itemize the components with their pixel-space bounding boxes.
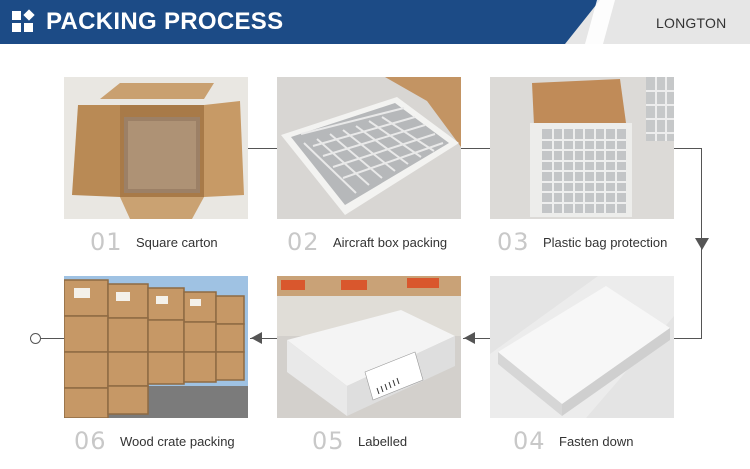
grid-logo-icon — [12, 9, 35, 33]
step-number: 02 — [287, 228, 320, 256]
connector-line-4-right — [674, 338, 702, 339]
step-label: Labelled — [358, 434, 408, 449]
step-number: 05 — [312, 427, 345, 455]
header-title-band — [0, 0, 600, 44]
step-label: Wood crate packing — [120, 434, 235, 449]
step-label: Square carton — [136, 235, 218, 250]
photo-labelled — [277, 276, 461, 418]
step-number: 04 — [513, 427, 546, 455]
photo-plastic-bag — [490, 77, 674, 219]
photo-aircraft-box — [277, 77, 461, 219]
step-label: Aircraft box packing — [333, 235, 448, 250]
header-bar: PACKING PROCESS LONGTON — [0, 0, 750, 44]
connector-line-4-5 — [463, 338, 490, 339]
flow-end-circle-icon — [30, 333, 41, 344]
step-label: Fasten down — [559, 434, 634, 449]
arrow-left-icon — [251, 332, 262, 344]
arrow-left-icon — [464, 332, 475, 344]
connector-line-5-6 — [250, 338, 277, 339]
arrow-down-icon — [695, 238, 709, 250]
brand-name: LONGTON — [656, 15, 727, 31]
photo-square-carton — [64, 77, 248, 219]
step-number: 03 — [497, 228, 530, 256]
connector-line-1-2 — [248, 148, 277, 149]
step-number: 06 — [74, 427, 107, 455]
photo-fasten-down — [490, 276, 674, 418]
step-label: Plastic bag protection — [543, 235, 668, 250]
connector-line-2-3 — [461, 148, 490, 149]
connector-line-6-end — [41, 338, 64, 339]
step-number: 01 — [90, 228, 123, 256]
photo-wood-crate — [64, 276, 248, 418]
page-title: PACKING PROCESS — [46, 8, 284, 35]
connector-line-3-right — [674, 148, 702, 149]
